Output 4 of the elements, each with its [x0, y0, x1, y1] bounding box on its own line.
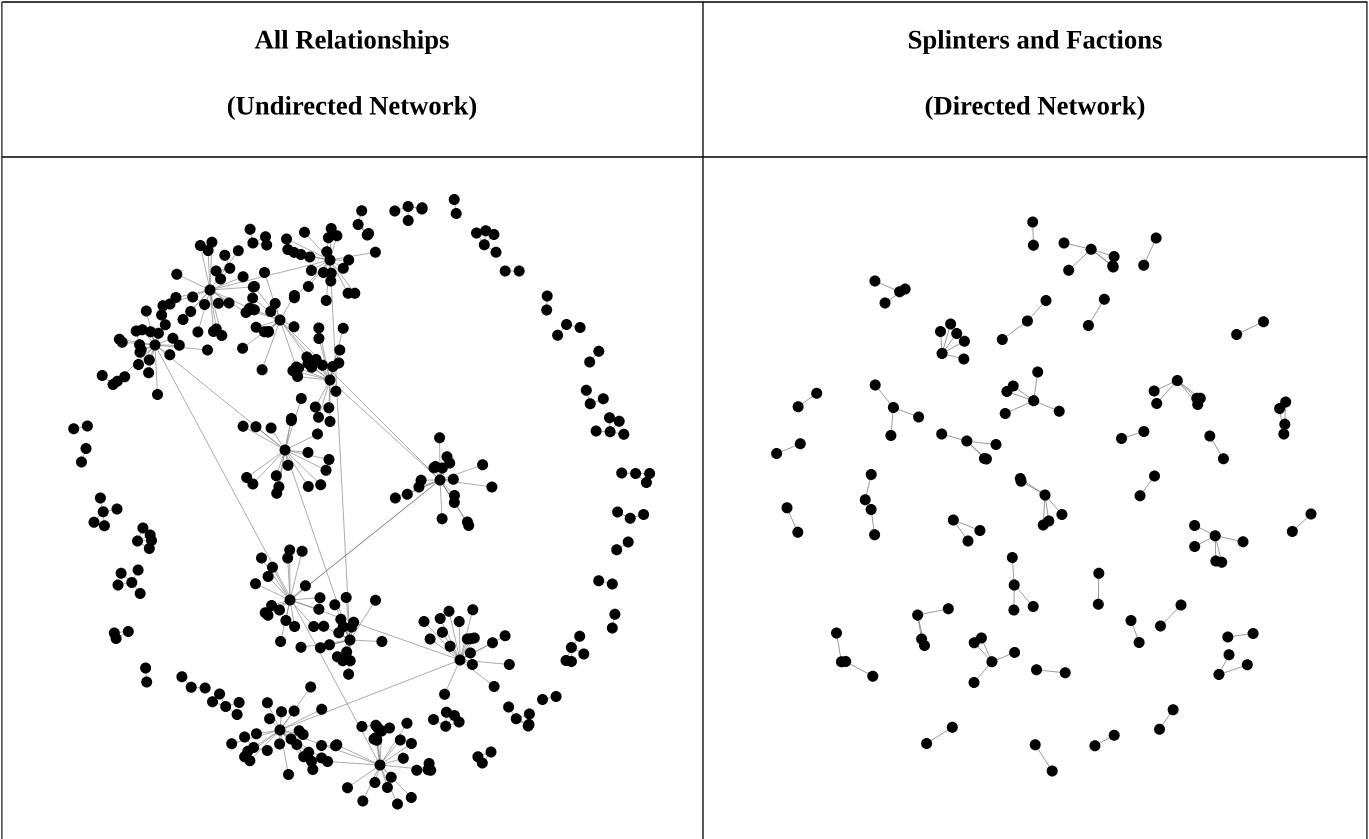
column-header: All Relationships [254, 29, 449, 55]
column-header: Splinters and Factions [909, 29, 1162, 55]
column-header: (Undirected Network) [227, 95, 477, 121]
column-header: (Directed Network) [925, 95, 1145, 121]
